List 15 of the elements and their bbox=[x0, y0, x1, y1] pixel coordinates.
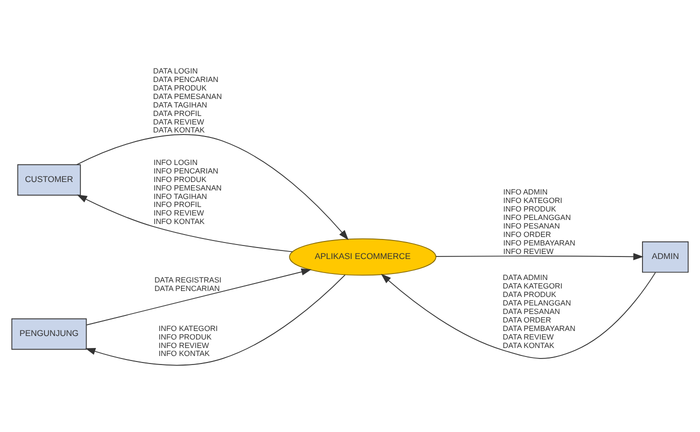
edge-label: DATA LOGIN DATA PENCARIAN DATA PRODUK DATA PEMESANAN DATA TAGIHAN DATA PROFIL DATA REVIEW DATA KONTAK bbox=[153, 66, 222, 134]
node-box: ADMIN bbox=[642, 240, 689, 272]
arrow bbox=[85, 274, 346, 366]
arrow bbox=[76, 134, 349, 240]
edge-label: INFO ADMIN INFO KATEGORI INFO PRODUK INFO PELANGGAN INFO PESANAN INFO ORDER INFO PEMBAYARAN INFO REVIEW bbox=[503, 187, 576, 256]
arrow bbox=[436, 252, 644, 260]
node-box: PENGUNJUNG bbox=[11, 318, 87, 350]
edge-label: INFO KATEGORI INFO PRODUK INFO REVIEW INFO KONTAK bbox=[158, 323, 218, 358]
arrow bbox=[86, 268, 312, 325]
edge-label: INFO LOGIN INFO PENCARIAN INFO PRODUK INFO PEMESANAN INFO TAGIHAN INFO PROFIL INFO REVIEW INFO KONTAK bbox=[154, 157, 222, 226]
arrow bbox=[76, 194, 293, 252]
arrow bbox=[380, 272, 656, 358]
node-box: CUSTOMER bbox=[17, 164, 81, 196]
edge-label: DATA ADMIN DATA KATEGORI DATA PRODUK DATA PELANGGAN DATA PESANAN DATA ORDER DATA PEMBAYARAN DATA REVIEW DATA KONTAK bbox=[502, 272, 576, 350]
edge-label: DATA REGISTRASI DATA PENCARIAN bbox=[154, 275, 222, 293]
